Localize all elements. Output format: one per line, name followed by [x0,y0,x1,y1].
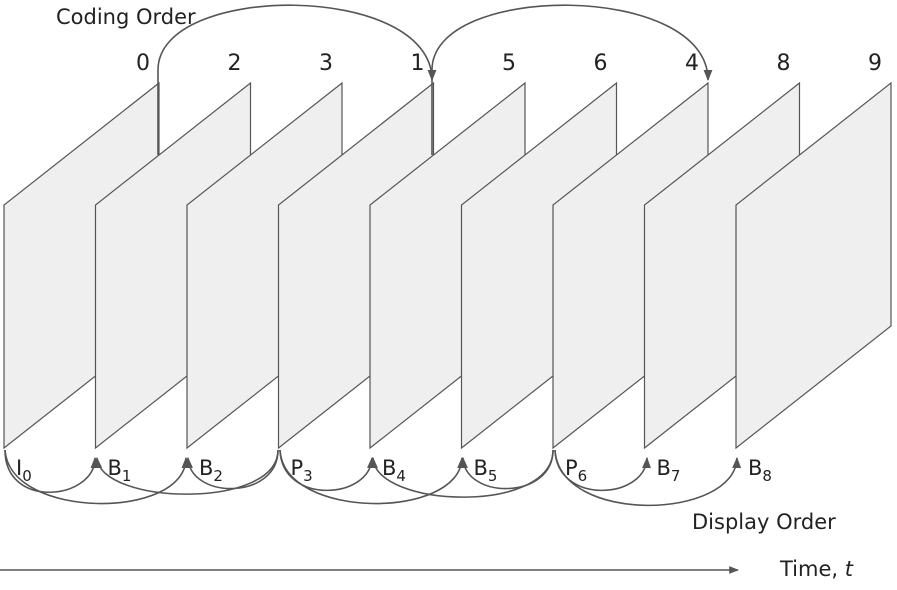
frame-index: 3 [303,467,313,485]
time-axis-label-text: Time, [779,557,845,581]
display-arc-p3-to-b5 [279,449,467,505]
display-order-arrows [4,449,742,507]
frame-label: B4 [382,456,406,485]
coding-order-number: 2 [228,51,242,76]
coding-order-number: 9 [868,51,882,76]
time-axis-label: Time, t [779,557,854,581]
coding-order-number: 5 [502,51,516,76]
frame-index: 6 [578,467,588,485]
frame-label: B7 [657,456,681,485]
coding-order-number: 1 [411,51,425,76]
display-arc-i0-to-b1 [4,449,100,494]
frame-index: 7 [671,467,681,485]
frame-plane [735,81,892,450]
time-axis: Time, t [0,557,854,581]
frame-label: B5 [474,456,498,485]
display-arc-p6-to-b4 [368,449,554,498]
frame-label: I0 [16,456,32,485]
coding-order-arrows [157,4,713,155]
frame-type: B [199,456,213,480]
frame-label: P3 [291,456,313,485]
display-arc-p6-to-b8 [554,449,742,507]
frame-label: B2 [199,456,223,485]
frame-label: P6 [565,456,587,485]
coding-order-number: 8 [777,51,791,76]
frame-index: 8 [762,467,772,485]
frame-label: B8 [748,456,772,485]
frame-b8: B8 [735,81,892,485]
frame-type: B [108,456,122,480]
display-arc-p3-to-b2 [184,449,279,490]
coding-order-number: 6 [594,51,608,76]
frame-type: B [474,456,488,480]
coding-order-label: Coding Order [56,5,196,29]
display-order-label: Display Order [692,510,836,534]
frame-type: B [657,456,671,480]
coding-order-number: 0 [136,51,150,76]
frame-type: B [382,456,396,480]
coding-order-number: 4 [685,51,699,76]
frame-index: 2 [213,467,223,485]
coding-order-number: 3 [319,51,333,76]
frame-label: B1 [108,456,132,485]
coding-arc-p3-to-p6 [431,4,713,155]
frame-index: 4 [396,467,406,485]
display-arc-p3-to-b1 [93,449,279,495]
frame-type: B [748,456,762,480]
frame-index: 0 [22,467,32,485]
frame-type: P [291,456,304,480]
frame-type: I [16,456,22,480]
display-arc-p6-to-b5 [459,449,554,490]
frame-index: 5 [488,467,498,485]
frame-index: 1 [122,467,132,485]
time-axis-label-var: t [845,557,854,581]
display-arc-i0-to-b2 [4,449,191,505]
coding-arc-i0-to-p3 [157,4,437,155]
frame-type: P [565,456,578,480]
